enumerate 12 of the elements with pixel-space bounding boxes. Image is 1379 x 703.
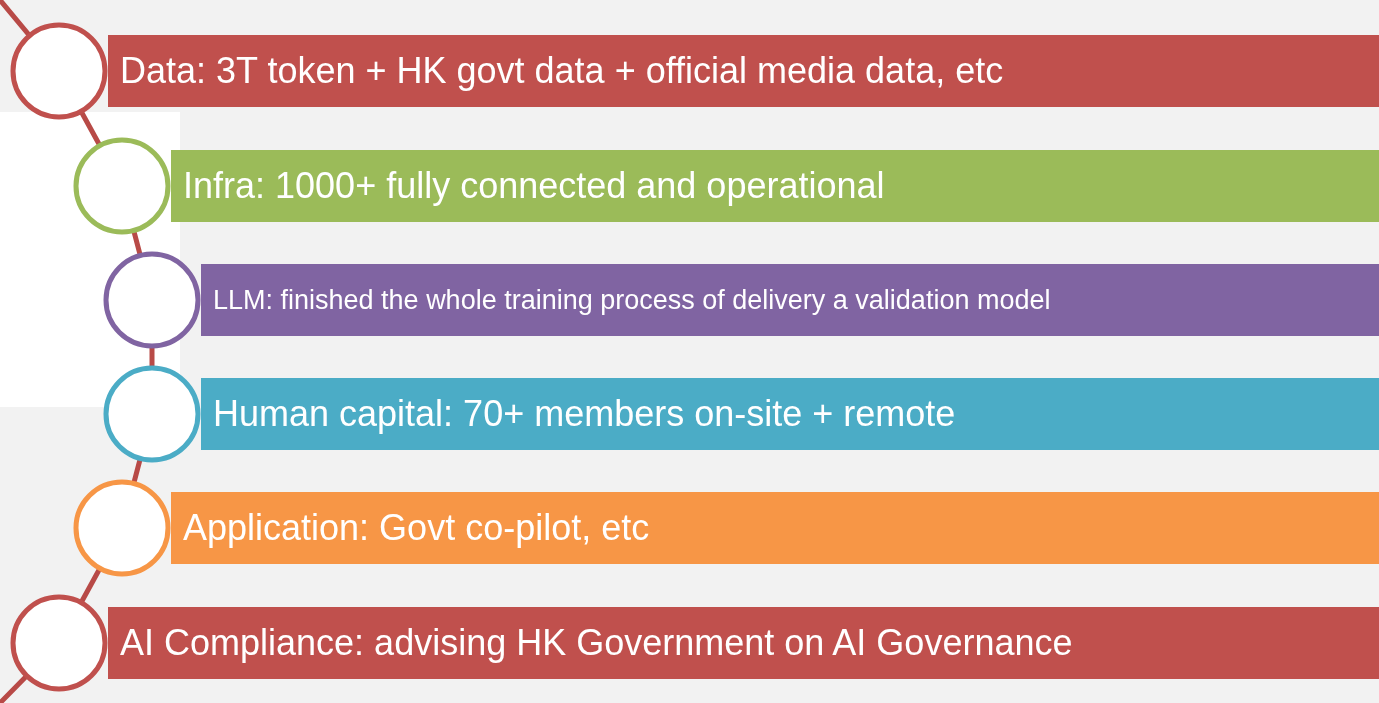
timeline-bar (201, 264, 1379, 336)
bar-text: AI Compliance: advising HK Government on AI Governance (120, 622, 1073, 664)
timeline-bar (108, 35, 1379, 107)
timeline-bar (201, 378, 1379, 450)
timeline-bar (171, 492, 1379, 564)
bar-text: LLM: finished the whole training process of delivery a validation model (213, 284, 1051, 316)
bar-text: Infra: 1000+ fully connected and operational (183, 165, 885, 207)
bar-text: Data: 3T token + HK govt data + official media data, etc (120, 50, 1004, 92)
timeline-bar (108, 607, 1379, 679)
bar-text: Application: Govt co-pilot, etc (183, 507, 650, 549)
bar-text: Human capital: 70+ members on-site + remote (213, 393, 956, 435)
timeline-bar (171, 150, 1379, 222)
